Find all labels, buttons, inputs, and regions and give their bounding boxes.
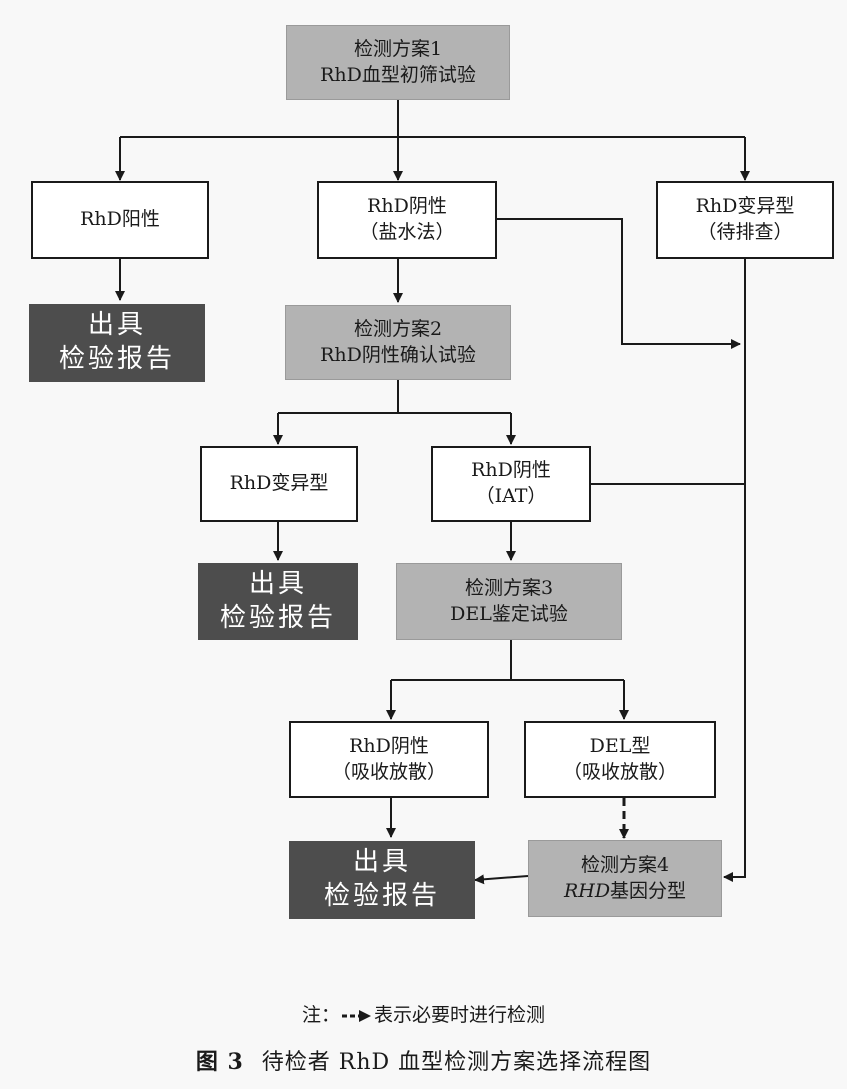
report-1-line2: 检验报告 [58,344,175,374]
plan1-title: 检测方案1 [353,37,443,60]
connector-right-column-lower [723,344,746,882]
plan1-subtitle: RhD血型初筛试验 [320,63,476,86]
rhd-variant-pending-box: RhD变异型 （待排查） [656,181,834,259]
report-box-3: 出具 检验报告 [289,841,475,919]
report-1-line1: 出具 [87,310,146,341]
plan2-subtitle: RhD阴性确认试验 [320,343,476,366]
rhd-negative-saline-method: （盐水法） [359,221,455,243]
rhd-negative-iat-box: RhD阴性 （IAT） [431,446,591,522]
dashed-arrow-legend-icon [342,1010,371,1022]
arrow-plan4-to-report [474,874,529,885]
plan3-title: 检测方案3 [464,576,554,599]
rhd-variant-box: RhD变异型 [200,446,358,522]
del-type-box: DEL型 （吸收放散） [524,721,716,798]
figure-caption: 图 3 待检者 RhD 血型检测方案选择流程图 [0,1044,847,1076]
note-text: 表示必要时进行检测 [374,1004,546,1026]
report-3-line2: 检验报告 [323,881,440,911]
rhd-negative-absorb-box: RhD阴性 （吸收放散） [289,721,489,798]
connector-saline-to-right [497,218,741,349]
plan4-subtitle: RHD基因分型 [564,879,686,905]
rhd-negative-absorb-label: RhD阴性 [349,734,429,757]
rhd-negative-saline-label: RhD阴性 [367,195,447,218]
plan3-box: 检测方案3 DEL鉴定试验 [396,563,622,640]
plan4-box: 检测方案4 RHD基因分型 [528,840,722,917]
rhd-negative-iat-label: RhD阴性 [471,459,551,482]
plan2-box: 检测方案2 RhD阴性确认试验 [285,305,511,380]
figure-number: 图 3 [195,1049,244,1075]
report-2-line2: 检验报告 [219,602,336,633]
plan1-box: 检测方案1 RhD血型初筛试验 [286,25,510,100]
plan3-subtitle: DEL鉴定试验 [450,602,568,625]
report-3-line1: 出具 [352,847,411,878]
report-box-1: 出具 检验报告 [29,304,205,382]
del-type-label: DEL型 [589,734,651,757]
note-prefix: 注： [301,1004,340,1026]
legend-note: 注： 表示必要时进行检测 [0,1000,847,1027]
rhd-negative-absorb-method: （吸收放散） [331,760,446,783]
rhd-variant-label: RhD变异型 [229,472,329,495]
figure-title: 待检者 RhD 血型检测方案选择流程图 [261,1050,652,1075]
plan4-gene-name: RHD [563,879,611,902]
rhd-positive-box: RhD阳性 [31,181,209,259]
plan2-title: 检测方案2 [353,317,443,340]
plan4-title: 检测方案4 [580,853,670,876]
rhd-positive-label: RhD阳性 [80,208,160,231]
rhd-variant-pending-status: （待排查） [697,221,793,243]
rhd-negative-iat-method: （IAT） [475,485,547,507]
plan4-gene-method: 基因分型 [610,879,687,902]
rhd-negative-saline-box: RhD阴性 （盐水法） [317,181,497,259]
del-type-method: （吸收放散） [562,760,677,783]
report-2-line1: 出具 [248,568,307,599]
rhd-variant-pending-label: RhD变异型 [695,195,795,218]
report-box-2: 出具 检验报告 [198,563,358,640]
